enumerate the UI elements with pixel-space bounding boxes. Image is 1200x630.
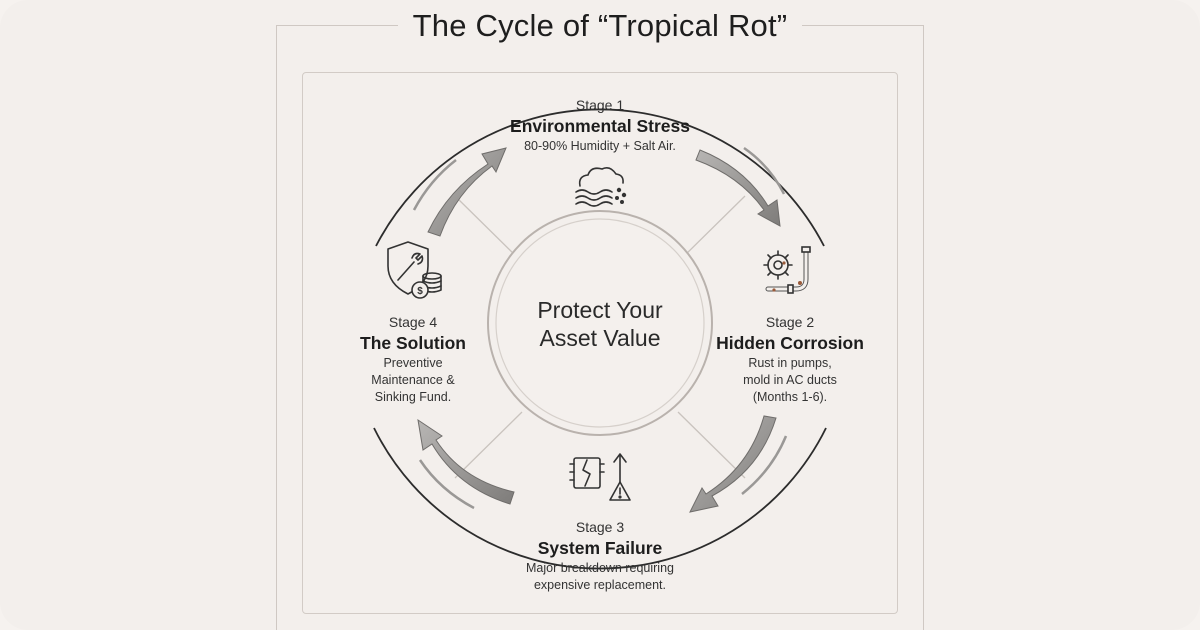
center-label-line1: Protect Your [537,297,663,323]
page-title: The Cycle of “Tropical Rot” [412,8,788,43]
inner-frame [302,72,898,614]
stage-1-name: Environmental Stress [510,116,690,136]
stage-4-desc-line2: Maintenance & [371,373,455,387]
center-label: Protect Your Asset Value [505,296,695,352]
broken-circuit-warning-icon [569,453,631,501]
stage-2-name: Hidden Corrosion [716,333,864,353]
stage-1-number: Stage 1 [575,97,625,113]
rusty-gear-pipe-icon [763,246,811,294]
arrow-bottom-right [689,415,777,513]
arrow-top-left [427,147,507,237]
stage-4: Stage 4 The Solution Preventive Maintena… [338,313,488,406]
arrow-top-right [695,149,781,227]
title-wrap: The Cycle of “Tropical Rot” [398,6,802,46]
stage-2-desc-line1: Rust in pumps, [748,356,832,370]
svg-text:$: $ [417,286,423,297]
outer-ring-arc-bottom [373,427,827,570]
stage-2-desc-line2: mold in AC ducts [743,373,837,387]
stage-2-desc-line3: (Months 1-6). [752,390,828,404]
stage-4-desc-line3: Sinking Fund. [374,390,452,404]
spoke-bottom-right [677,411,746,479]
stage-1-desc: 80-90% Humidity + Salt Air. [524,139,676,153]
arrow-bottom-left [417,418,515,505]
spoke-top-left [454,195,523,263]
stage-3: Stage 3 System Failure Major breakdown r… [480,518,720,594]
stage-1: Stage 1 Environmental Stress 80-90% Humi… [470,96,730,155]
stage-4-name: The Solution [360,333,466,353]
stage-4-desc-line1: Preventive [383,356,443,370]
stage-3-number: Stage 3 [575,519,625,535]
humidity-cloud-icon [575,167,627,207]
stage-3-desc-line1: Major breakdown requiring [526,561,674,575]
stage-2-number: Stage 2 [765,314,815,330]
spoke-bottom-left [454,411,523,479]
spoke-top-right [677,195,746,263]
stage-3-desc-line2: expensive replacement. [533,578,667,592]
stage-3-name: System Failure [537,538,663,558]
center-circle-inner [495,218,705,428]
shield-wrench-coins-icon: $ [387,241,442,299]
stage-2: Stage 2 Hidden Corrosion Rust in pumps, … [705,313,875,406]
stage-4-number: Stage 4 [388,314,438,330]
center-label-line2: Asset Value [539,325,661,351]
